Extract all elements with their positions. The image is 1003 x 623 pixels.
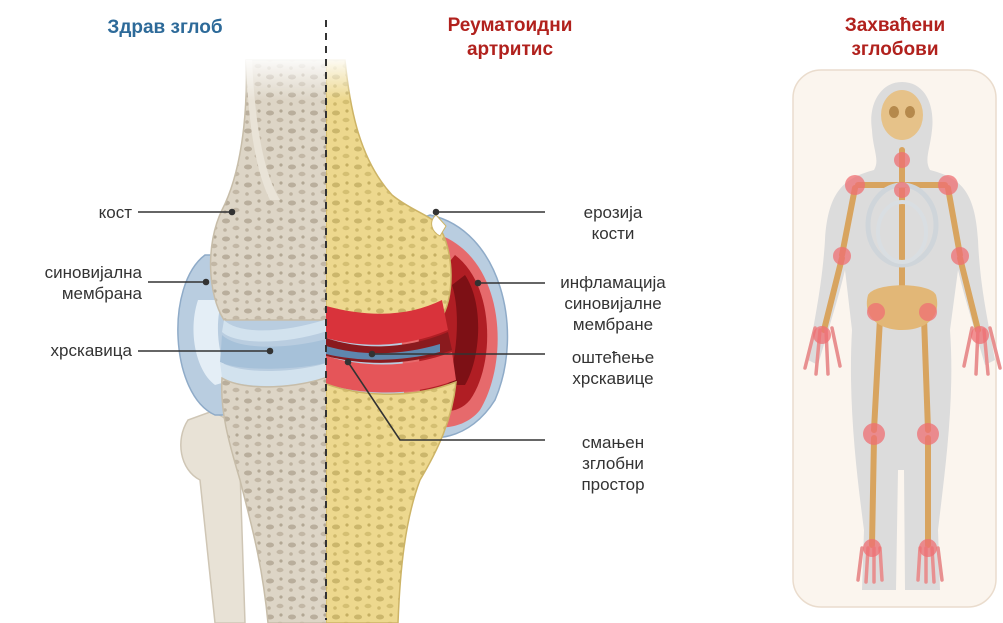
label-cartilage-damage: оштећење хрскавице: [548, 347, 678, 389]
skeleton-panel: [793, 70, 1000, 607]
ra-joint: [320, 55, 507, 623]
label-synovial-membrane: синовијална мембрана: [0, 262, 142, 304]
affected-joints-title: Захваћени зглобови: [790, 14, 1000, 62]
label-synovial-inflammation: инфламација синовијалне мембране: [548, 272, 678, 335]
healthy-joint-title: Здрав зглоб: [60, 16, 270, 40]
label-cartilage: хрскавица: [10, 340, 132, 361]
label-bone: кост: [40, 202, 132, 223]
healthy-joint: [178, 55, 340, 623]
label-reduced-joint-space: смањен зглобни простор: [548, 432, 678, 495]
ra-title: Реуматоидни артритис: [400, 14, 620, 62]
label-bone-erosion: ерозија кости: [548, 202, 678, 244]
